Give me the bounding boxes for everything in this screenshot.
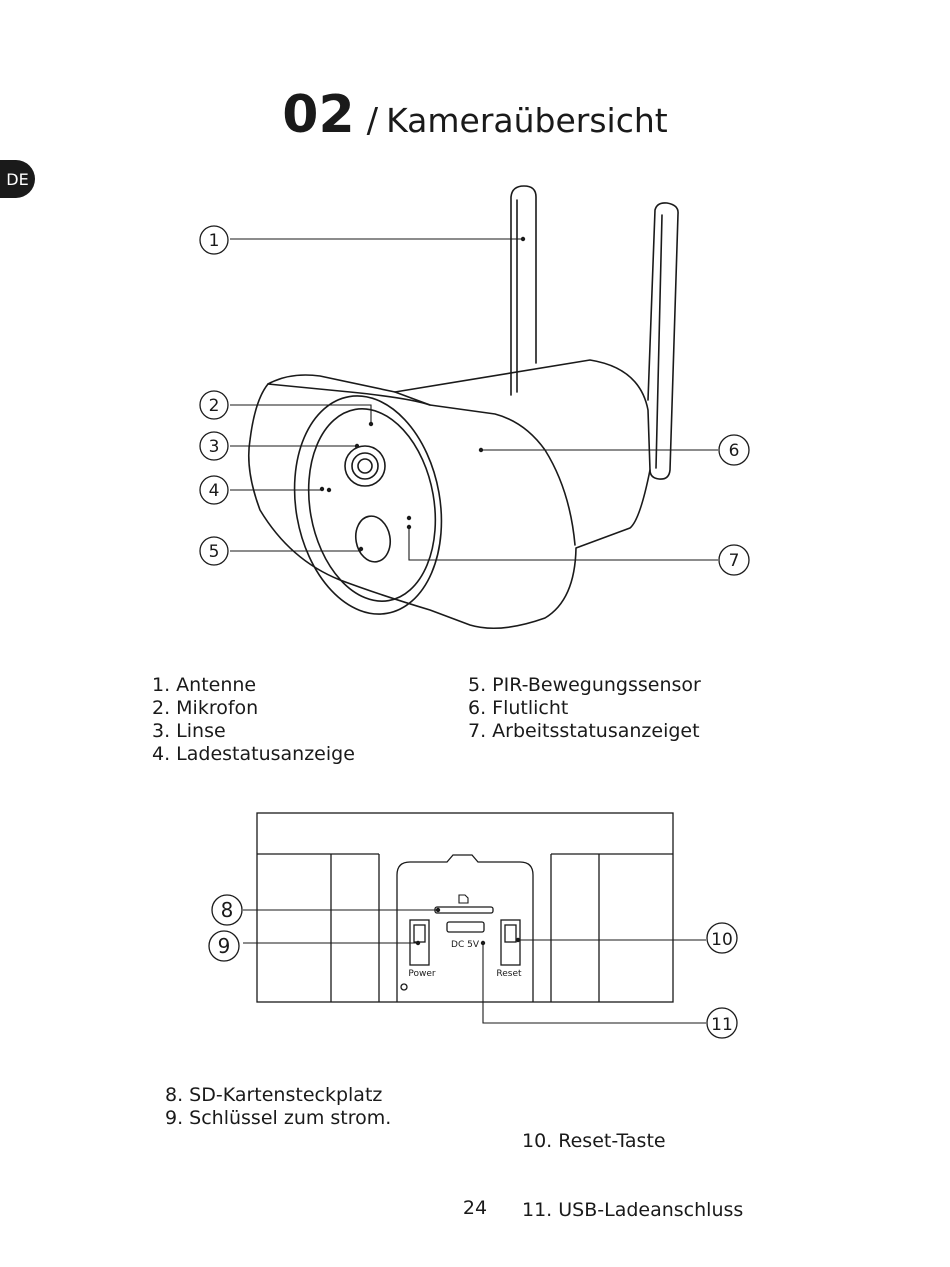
callout-11: 11 — [711, 1015, 733, 1035]
callout-8: 8 — [221, 898, 234, 922]
usb-port — [447, 922, 484, 932]
legend-bottom-left: 8. SD-Kartensteckplatz 9. Schlüssel zum … — [165, 1084, 391, 1130]
legend-bottom-right: 10. Reset-Taste 11. USB-Ladeanschluss — [522, 1084, 743, 1245]
legend-item: 9. Schlüssel zum strom. — [165, 1107, 391, 1130]
dc-label: DC 5V — [451, 940, 480, 950]
power-label: Power — [408, 969, 436, 979]
callout-9: 9 — [218, 934, 231, 958]
port-cover — [397, 855, 533, 1002]
legend-item: 8. SD-Kartensteckplatz — [165, 1084, 391, 1107]
sd-slot — [435, 907, 493, 913]
callout-10: 10 — [711, 930, 733, 950]
page-number: 24 — [0, 1197, 950, 1219]
legend-item: 10. Reset-Taste — [522, 1130, 743, 1153]
reset-label: Reset — [496, 969, 522, 979]
